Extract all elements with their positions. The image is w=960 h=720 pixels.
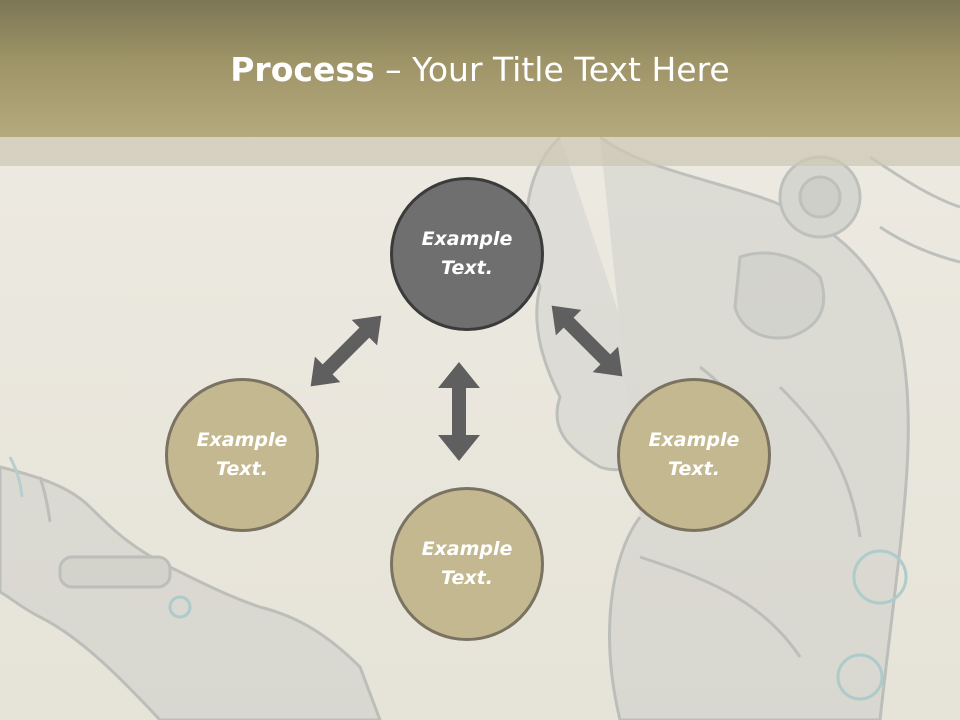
- slide-title-bold: Process: [230, 50, 375, 89]
- node-left[interactable]: Example Text.: [165, 378, 319, 532]
- double-headed-arrow-left: [310, 315, 382, 387]
- node-top-text: Example Text.: [421, 228, 513, 279]
- title-bar: [0, 0, 960, 137]
- node-bottom-text: Example Text.: [421, 538, 513, 589]
- double-headed-arrow-vertical: [438, 362, 480, 461]
- node-bottom[interactable]: Example Text.: [390, 487, 544, 641]
- slide-title-rest: – Your Title Text Here: [374, 50, 730, 89]
- node-left-text: Example Text.: [196, 429, 288, 480]
- node-right-text: Example Text.: [648, 429, 740, 480]
- double-headed-arrow-right: [551, 305, 623, 377]
- node-right[interactable]: Example Text.: [617, 378, 771, 532]
- slide-title: Process – Your Title Text Here: [0, 50, 960, 89]
- node-top[interactable]: Example Text.: [390, 177, 544, 331]
- title-strip: [0, 137, 960, 166]
